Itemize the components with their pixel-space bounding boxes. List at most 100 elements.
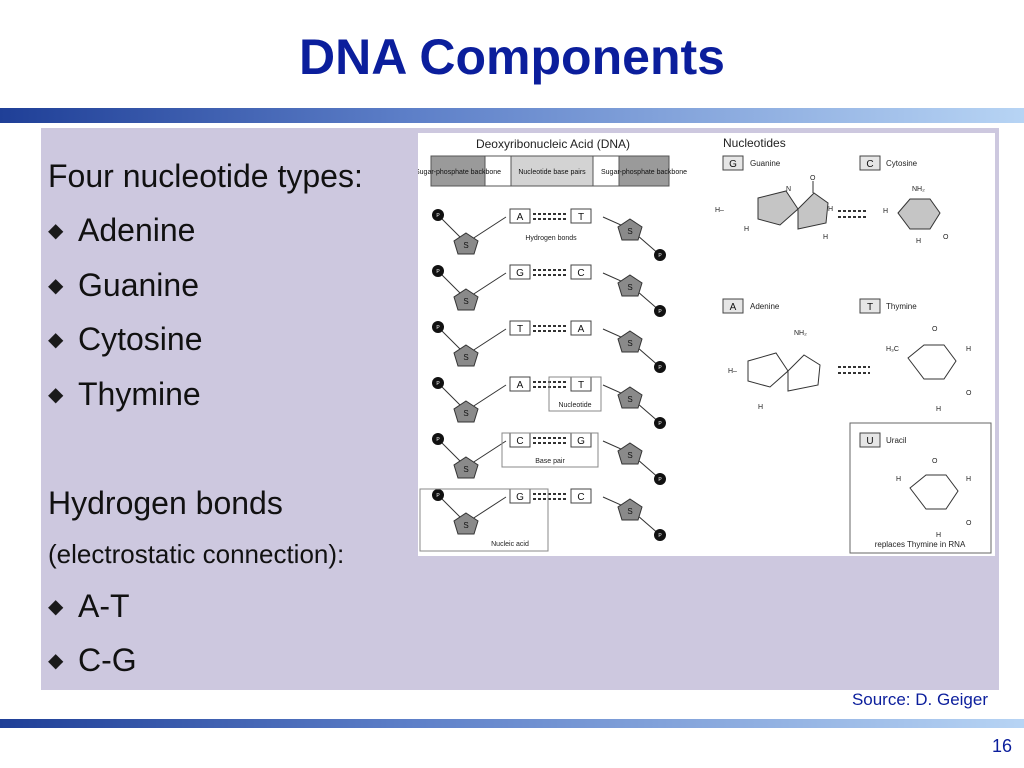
hydrogen-bonds-label: Hydrogen bonds (525, 235, 577, 242)
sugar-node (453, 400, 479, 423)
nucleotide-box (548, 376, 602, 412)
svg-text:G: G (729, 159, 737, 170)
svg-text:Cytosine: Cytosine (886, 159, 918, 168)
slide-title: DNA Components (299, 29, 725, 85)
svg-text:H: H (758, 404, 763, 411)
nucleic-acid-box (419, 488, 549, 552)
phosphate-node (432, 489, 444, 501)
legend-backbone-right: Sugar-phosphate backbone (601, 169, 687, 176)
svg-text:P: P (436, 493, 440, 499)
svg-text:S: S (627, 339, 632, 348)
legend-strip: Sugar-phosphate backbone Nucleotide base… (415, 155, 687, 187)
svg-text:O: O (932, 458, 938, 465)
svg-text:H: H (744, 226, 749, 233)
uracil-note: replaces Thymine in RNA (875, 540, 966, 549)
svg-text:S: S (463, 409, 468, 418)
list-item: ◆A-T (48, 588, 130, 624)
sugar-node (617, 498, 643, 521)
svg-text:S: S (463, 297, 468, 306)
base-right (570, 320, 592, 336)
list-item: ◆C-G (48, 642, 137, 678)
svg-text:A: A (730, 302, 737, 313)
svg-text:C: C (577, 492, 584, 503)
heading-nucleotide-types: Four nucleotide types: (48, 158, 363, 194)
base-right (570, 264, 592, 280)
svg-text:N: N (786, 186, 791, 193)
base-left (509, 320, 531, 336)
phosphate-node (432, 433, 444, 445)
thymine-structure: T Thymine O H₃C H O H (859, 298, 972, 413)
nucleotides-title: Nucleotides (723, 136, 786, 150)
dna-title: Deoxyribonucleic Acid (DNA) (476, 137, 630, 151)
svg-text:C: C (516, 436, 523, 447)
svg-text:P: P (436, 269, 440, 275)
svg-text:G: G (516, 492, 524, 503)
svg-text:P: P (436, 381, 440, 387)
svg-text:S: S (463, 465, 468, 474)
svg-text:T: T (517, 324, 523, 335)
header-bar (0, 108, 1024, 123)
sugar-node (453, 288, 479, 311)
svg-text:P: P (658, 365, 662, 371)
dna-diagram-svg: Deoxyribonucleic Acid (DNA) Sugar-phosph… (415, 136, 992, 554)
svg-text:A: A (517, 212, 524, 223)
svg-text:H–: H– (715, 207, 724, 214)
diamond-bullet-icon: ◆ (48, 596, 64, 618)
svg-text:H: H (823, 234, 828, 241)
diamond-bullet-icon: ◆ (48, 329, 64, 351)
svg-text:S: S (627, 283, 632, 292)
svg-text:P: P (658, 421, 662, 427)
svg-text:C: C (866, 159, 873, 170)
phosphate-node (432, 265, 444, 277)
base-pair-label: Base pair (535, 458, 565, 465)
sugar-node (617, 442, 643, 465)
sugar-node (617, 274, 643, 297)
svg-text:H₃C: H₃C (886, 346, 899, 353)
phosphate-node (654, 361, 666, 373)
diamond-bullet-icon: ◆ (48, 384, 64, 406)
svg-text:S: S (463, 521, 468, 530)
page-number: 16 (991, 736, 1012, 756)
phosphate-node (654, 305, 666, 317)
svg-text:P: P (658, 533, 662, 539)
sugar-node (453, 344, 479, 367)
list-item: ◆Cytosine (48, 321, 203, 357)
heading-electrostatic: (electrostatic connection): (48, 539, 345, 569)
svg-text:S: S (627, 395, 632, 404)
base-pair-box (501, 432, 599, 468)
svg-text:O: O (810, 175, 816, 182)
sugar-node (453, 232, 479, 255)
phosphate-node (654, 249, 666, 261)
legend-base-pairs: Nucleotide base pairs (518, 169, 586, 176)
svg-text:H: H (966, 476, 971, 483)
svg-text:H: H (828, 206, 833, 213)
base-right (570, 488, 592, 504)
svg-text:A: A (517, 380, 524, 391)
svg-text:O: O (966, 390, 972, 397)
list-item: ◆Thymine (48, 376, 201, 412)
sugar-node (617, 386, 643, 409)
sugar-node (453, 456, 479, 479)
base-left (509, 208, 531, 224)
svg-text:H–: H– (728, 368, 737, 375)
phosphate-node (654, 417, 666, 429)
svg-text:P: P (658, 253, 662, 259)
legend-backbone-left: Sugar-phosphate backbone (418, 169, 501, 176)
svg-text:O: O (966, 520, 972, 527)
cytosine-structure: C Cytosine NH₂ O H H (859, 155, 949, 245)
phosphate-node (654, 529, 666, 541)
footer-bar (0, 719, 1024, 728)
svg-text:T: T (578, 212, 584, 223)
svg-text:C: C (577, 268, 584, 279)
nucleotide-label: Nucleotide (558, 402, 591, 409)
svg-text:A: A (578, 324, 585, 335)
svg-text:S: S (463, 353, 468, 362)
svg-text:P: P (658, 477, 662, 483)
adenine-structure: A Adenine NH₂ H– H (722, 298, 870, 411)
svg-text:G: G (516, 268, 524, 279)
svg-text:H: H (916, 238, 921, 245)
phosphate-node (432, 377, 444, 389)
svg-text:H: H (936, 406, 941, 413)
svg-text:U: U (866, 436, 873, 447)
